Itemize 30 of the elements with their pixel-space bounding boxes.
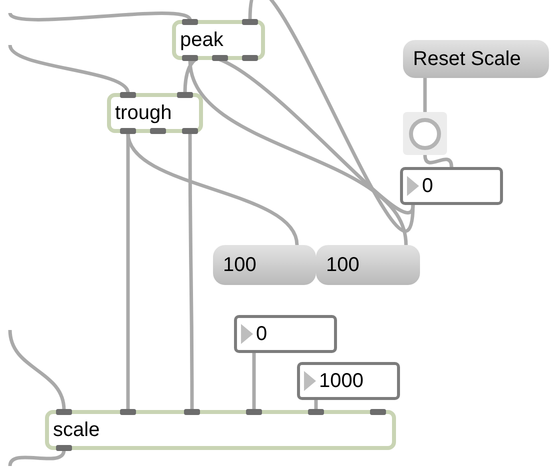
patch-cord bbox=[8, 12, 192, 22]
patch-cord bbox=[8, 450, 66, 466]
number-box bbox=[400, 167, 503, 205]
number-value: 1000 bbox=[319, 371, 364, 391]
patch-cord bbox=[248, 0, 415, 231]
patch-cord bbox=[126, 133, 130, 410]
object-box bbox=[107, 93, 203, 133]
object-label: peak bbox=[180, 30, 224, 50]
number-box bbox=[234, 315, 337, 353]
object-label: scale bbox=[53, 420, 100, 440]
patch-cord bbox=[314, 400, 318, 410]
patch-cord bbox=[252, 353, 256, 410]
patch-cord bbox=[423, 154, 454, 168]
patch-cord bbox=[423, 78, 427, 112]
patch-cord bbox=[8, 44, 130, 94]
number-value: 0 bbox=[422, 176, 434, 196]
patch-cord bbox=[188, 60, 408, 246]
patch-cord bbox=[188, 133, 194, 410]
object-box bbox=[172, 20, 265, 60]
object-label: trough bbox=[115, 103, 172, 123]
object-box bbox=[45, 410, 396, 450]
message-label: Reset Scale bbox=[413, 49, 521, 69]
patch-cord bbox=[8, 330, 66, 410]
message-box bbox=[403, 40, 549, 78]
message-label: 100 bbox=[223, 255, 256, 275]
message-box bbox=[316, 245, 420, 285]
message-box bbox=[213, 245, 316, 285]
number-box bbox=[297, 362, 400, 400]
number-value: 0 bbox=[256, 324, 268, 344]
message-label: 100 bbox=[326, 255, 360, 275]
